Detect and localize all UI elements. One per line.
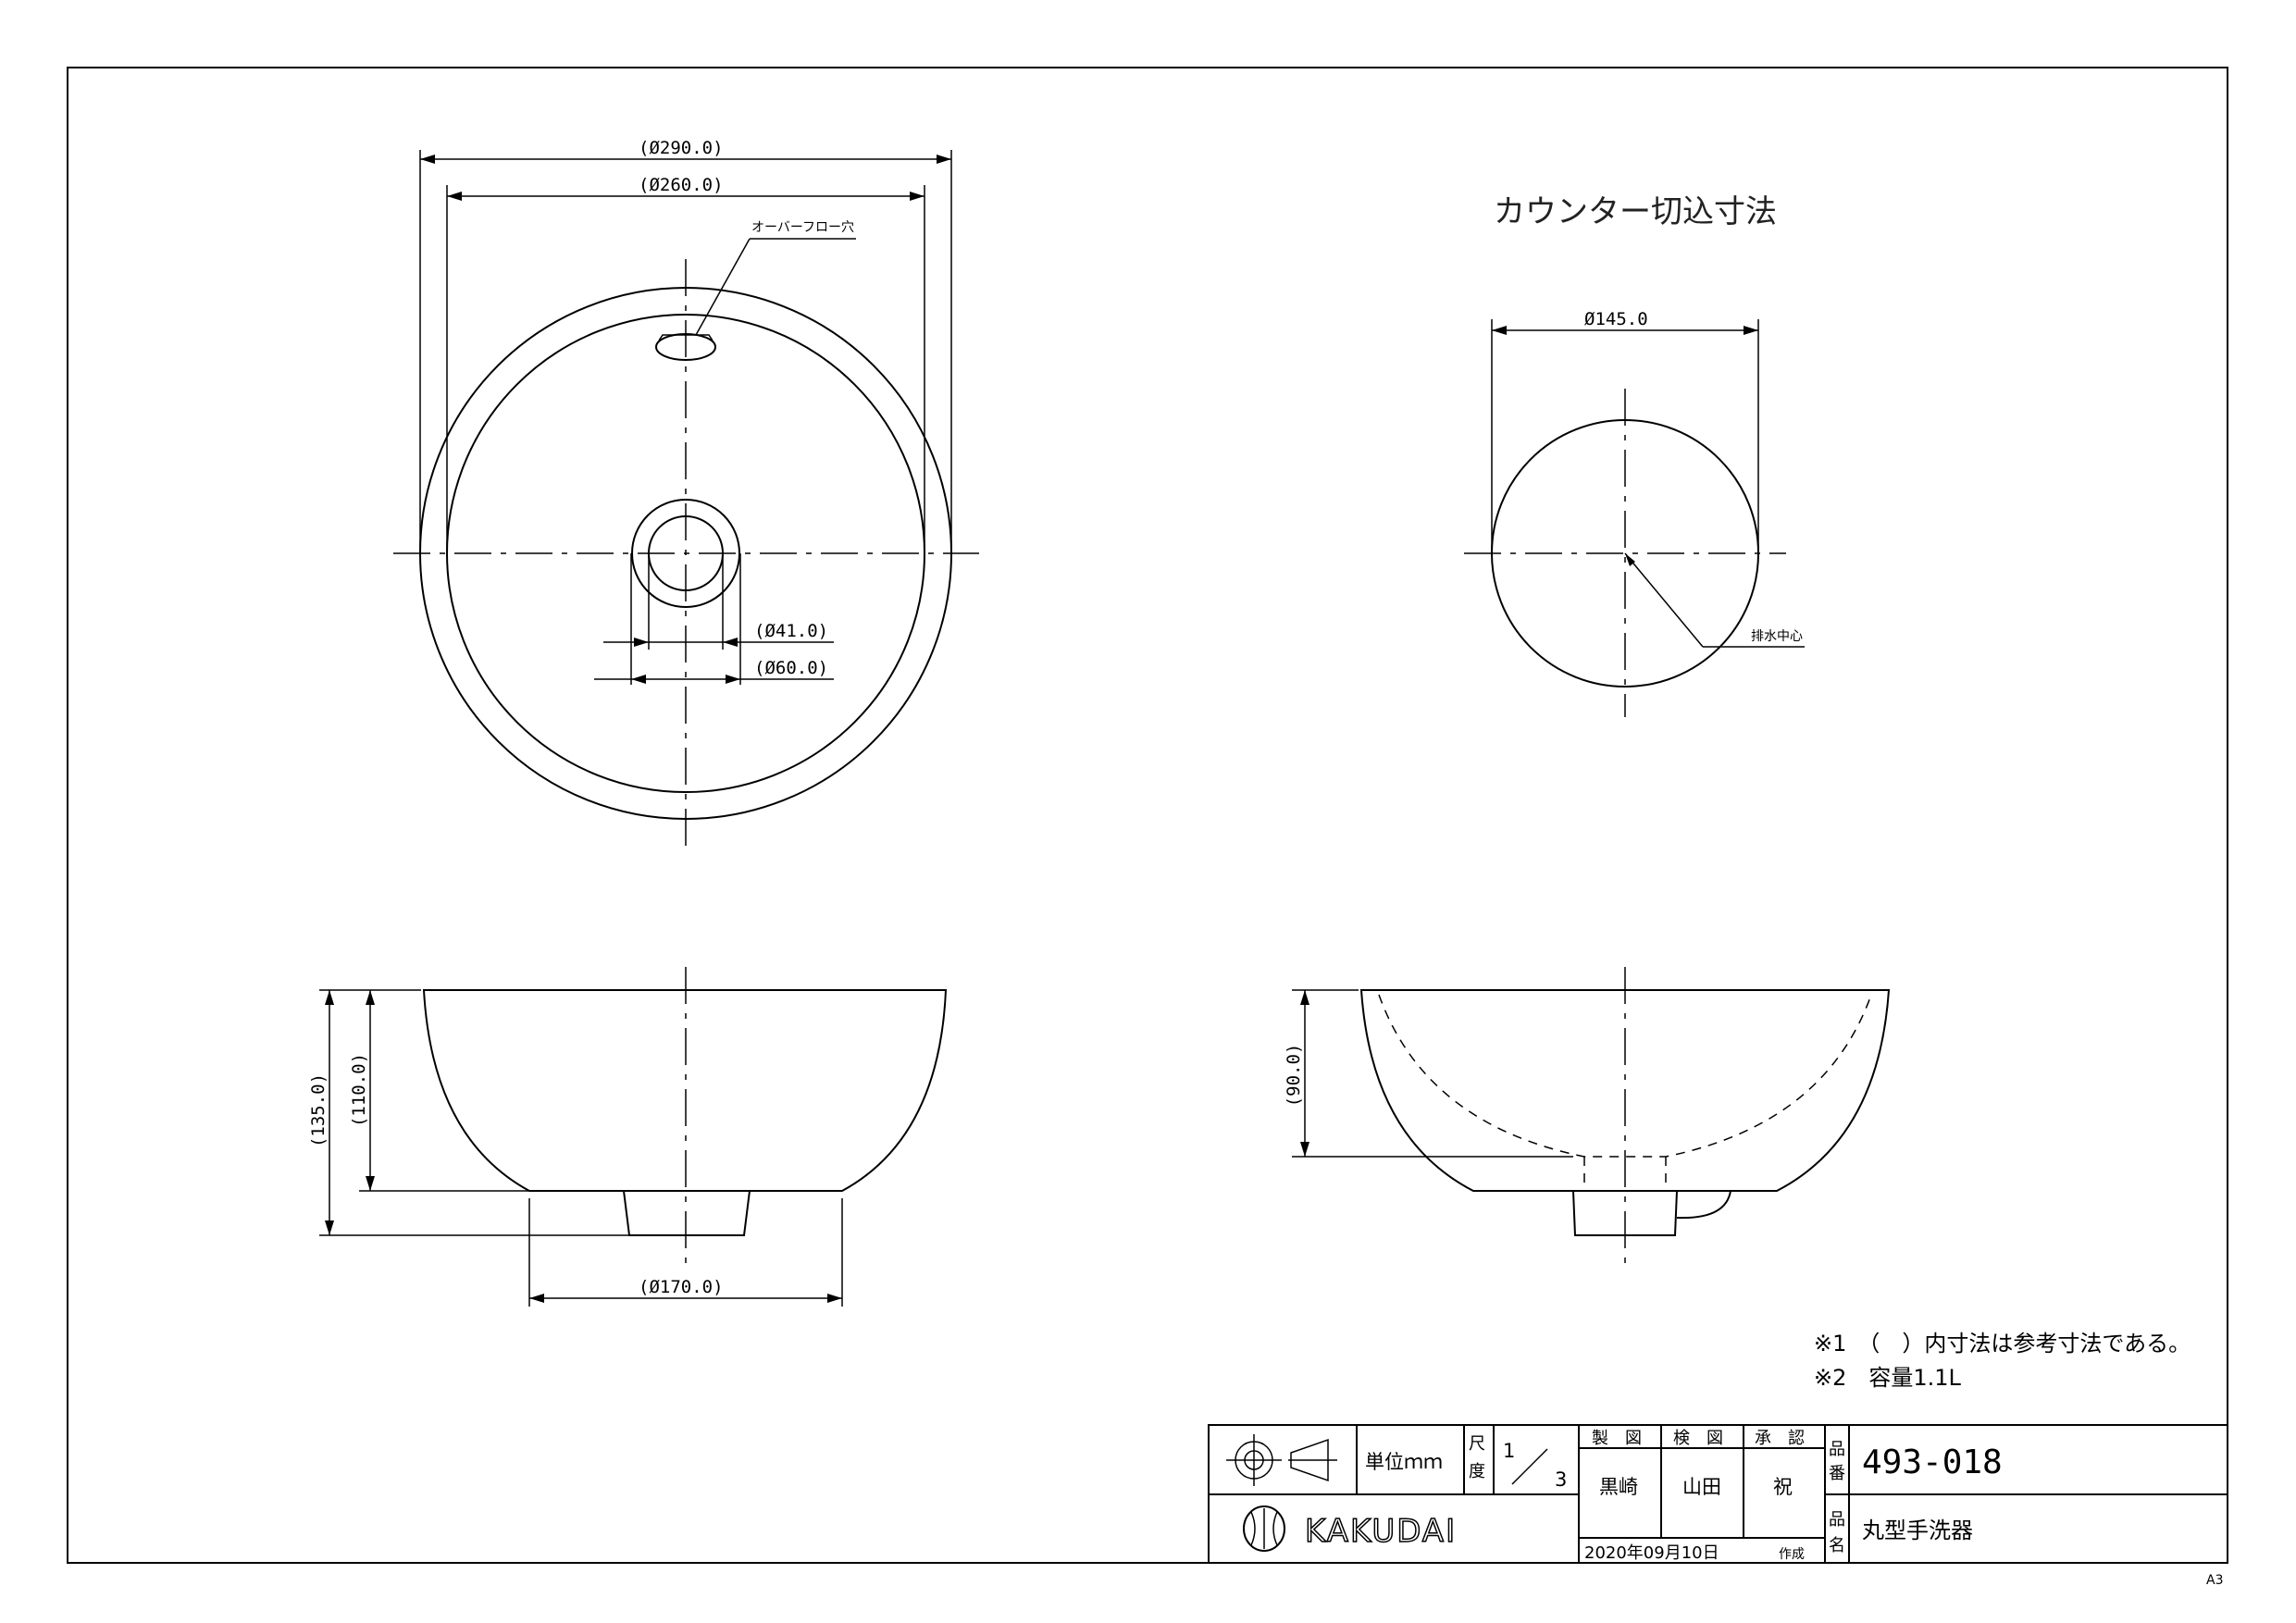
drain-center-label: 排水中心 xyxy=(1751,629,1803,644)
drain-center-leader xyxy=(1624,552,1704,648)
note-2: ※2 容量1.1L xyxy=(1814,1365,1962,1391)
drain-spigot xyxy=(623,1190,751,1236)
company-logo: KAKUDAI xyxy=(1243,1505,1457,1552)
part-name-label-1: 品 xyxy=(1829,1510,1845,1530)
dim-drain-inner: (Ø41.0) xyxy=(754,621,828,641)
overflow-label: オーバーフロー穴 xyxy=(751,220,854,235)
dim-base-diameter: (Ø170.0) xyxy=(639,1277,724,1297)
name-approved: 祝 xyxy=(1773,1476,1793,1498)
overflow-leader xyxy=(695,238,751,336)
sheet-size: A3 xyxy=(2206,1573,2223,1588)
col-checked: 検 図 xyxy=(1673,1429,1723,1448)
section-drain-spigot xyxy=(1572,1190,1678,1236)
dim-depth: (90.0) xyxy=(1284,1044,1304,1108)
dim-drain-outer: (Ø60.0) xyxy=(754,658,828,678)
drain-outer xyxy=(631,499,740,608)
section-overflow-tube xyxy=(1676,1190,1731,1220)
dim-total-height: (135.0) xyxy=(308,1073,329,1147)
projection-symbol-icon xyxy=(1226,1434,1337,1486)
dim-bowl-height: (110.0) xyxy=(349,1053,369,1127)
dim-inner-diameter: (Ø260.0) xyxy=(639,175,724,195)
part-no-label-2: 番 xyxy=(1829,1464,1845,1483)
front-view: (135.0) (110.0) (Ø170.0) xyxy=(308,967,948,1307)
date: 2020年09月10日 xyxy=(1584,1543,1719,1563)
company-name: KAKUDAI xyxy=(1305,1513,1457,1550)
dim-cut-diameter: Ø145.0 xyxy=(1584,309,1648,329)
section-outer-profile xyxy=(1359,989,1891,1192)
note-1: ※1 （ ）内寸法は参考寸法である。 xyxy=(1814,1331,2191,1357)
part-name-label-2: 名 xyxy=(1829,1536,1845,1555)
scale-denominator: 3 xyxy=(1555,1468,1567,1491)
top-view: オーバーフロー穴 (Ø290.0) (Ø260.0) (Ø41.0) (Ø60.… xyxy=(393,138,979,851)
scale-label-1: 尺 xyxy=(1469,1434,1485,1454)
title-block: 単位ｍｍ 尺 度 1 3 製 図 検 図 承 認 黒崎 山田 祝 2020年09… xyxy=(1208,1424,2228,1564)
col-drawn: 製 図 xyxy=(1592,1429,1642,1448)
date-suffix: 作成 xyxy=(1779,1547,1805,1562)
part-name: 丸型手洗器 xyxy=(1862,1518,1973,1543)
scale-label-2: 度 xyxy=(1469,1462,1485,1481)
part-no-label-1: 品 xyxy=(1829,1440,1845,1459)
section-inner-profile xyxy=(1378,994,1872,1158)
bowl-profile xyxy=(422,989,948,1192)
overflow-hole xyxy=(655,333,716,361)
dim-outer-diameter: (Ø290.0) xyxy=(639,138,724,158)
col-approved: 承 認 xyxy=(1755,1429,1805,1448)
name-drawn: 黒崎 xyxy=(1599,1476,1638,1498)
name-checked: 山田 xyxy=(1682,1476,1721,1498)
counter-cut-title: カウンター切込寸法 xyxy=(1494,193,1777,230)
part-number: 493-018 xyxy=(1862,1443,2003,1481)
drawing-border xyxy=(67,67,2228,1564)
unit-label: 単位ｍｍ xyxy=(1365,1451,1443,1473)
counter-cut-view: カウンター切込寸法 Ø145.0 排水中心 xyxy=(1464,193,1805,717)
section-view: (90.0) xyxy=(1284,967,1891,1268)
scale-numerator: 1 xyxy=(1503,1440,1515,1462)
